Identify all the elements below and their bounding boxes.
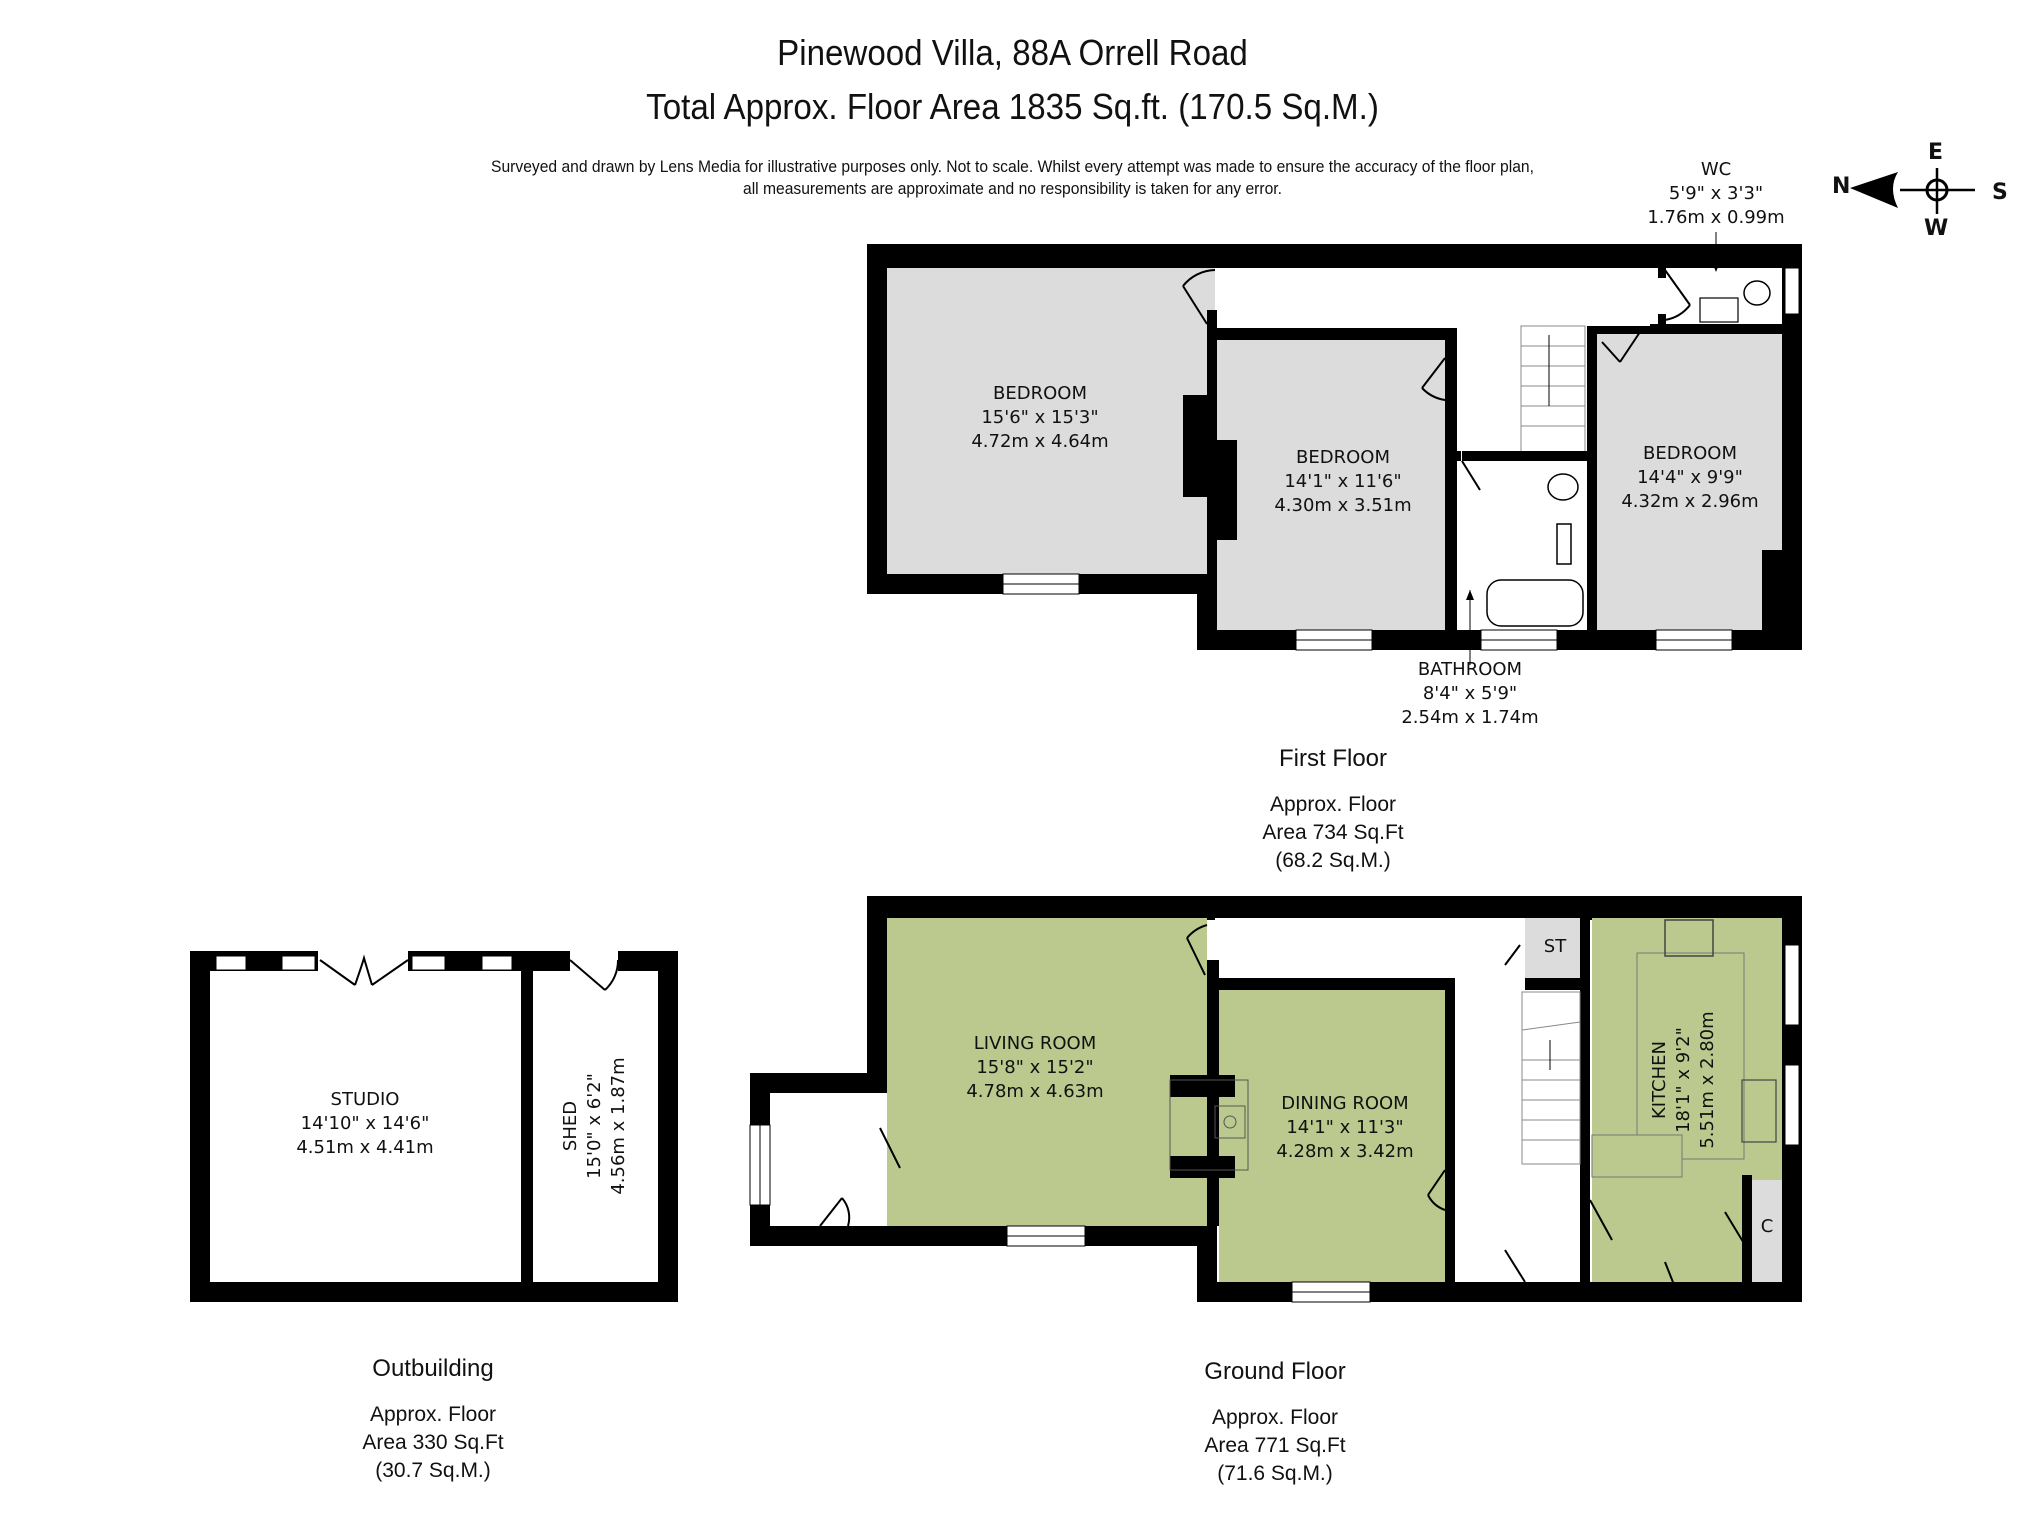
first-floor-plan	[867, 232, 1802, 665]
first-floor-summary: First Floor Approx. Floor Area 734 Sq.Ft…	[1183, 745, 1483, 875]
room-imperial: 15'0" x 6'2"	[584, 1073, 605, 1179]
room-label-bathroom: BATHROOM 8'4" x 5'9" 2.54m x 1.74m	[1370, 658, 1570, 730]
room-imperial: 14'10" x 14'6"	[300, 1113, 430, 1134]
shed-floor	[533, 971, 658, 1282]
floor-area-line-2: Area 771 Sq.Ft	[1204, 1434, 1346, 1457]
room-name: KITCHEN	[1649, 1041, 1670, 1119]
room-label-dining-room: DINING ROOM 14'1" x 11'3" 4.28m x 3.42m	[1245, 1092, 1445, 1164]
hob-icon	[1664, 919, 1714, 957]
property-title: Pinewood Villa, 88A Orrell Road	[777, 32, 1248, 73]
room-name: SHED	[560, 1100, 581, 1152]
room-name: BEDROOM	[1643, 443, 1737, 464]
room-label-wc: WC 5'9" x 3'3" 1.76m x 0.99m	[1616, 158, 1816, 230]
room-metric: 2.54m x 1.74m	[1401, 707, 1539, 728]
room-imperial: 8'4" x 5'9"	[1422, 683, 1518, 704]
room-label-bedroom-3: BEDROOM 14'4" x 9'9" 4.32m x 2.96m	[1590, 442, 1790, 514]
ground-floor-doors	[819, 924, 1746, 1301]
outbuilding-plan	[190, 951, 678, 1302]
room-name: WC	[1700, 159, 1732, 180]
floor-area-line-3: (30.7 Sq.M.)	[375, 1459, 491, 1482]
floor-area-line-1: Approx. Floor	[1211, 1406, 1339, 1429]
floor-area-line-3: (71.6 Sq.M.)	[1217, 1462, 1333, 1485]
room-metric: 5.51m x 2.80m	[1697, 1011, 1718, 1149]
room-name: ST	[1543, 936, 1567, 957]
first-floor-windows	[1002, 267, 1800, 651]
room-metric: 4.32m x 2.96m	[1621, 491, 1759, 512]
disclaimer-line-1: Surveyed and drawn by Lens Media for ill…	[491, 157, 1534, 176]
room-metric: 1.76m x 0.99m	[1647, 207, 1785, 228]
total-floor-area: Total Approx. Floor Area 1835 Sq.ft. (17…	[646, 86, 1379, 127]
ground-floor-plan	[749, 896, 1802, 1303]
basin-icon	[1556, 523, 1572, 565]
room-label-bedroom-2: BEDROOM 14'1" x 11'6" 4.30m x 3.51m	[1243, 446, 1443, 518]
room-imperial: 15'6" x 15'3"	[981, 407, 1099, 428]
floor-name: Ground Floor	[1204, 1358, 1346, 1385]
compass-icon	[1850, 168, 1975, 214]
room-label-shed: SHED 15'0" x 6'2" 4.56m x 1.87m	[559, 1036, 631, 1216]
room-label-kitchen: KITCHEN 18'1" x 9'2" 5.51m x 2.80m	[1648, 990, 1720, 1170]
room-imperial: 18'1" x 9'2"	[1673, 1027, 1694, 1133]
floor-area-line-1: Approx. Floor	[1269, 793, 1397, 816]
bedroom-1-floor	[887, 268, 1215, 574]
room-imperial: 14'1" x 11'6"	[1284, 471, 1402, 492]
room-imperial: 15'8" x 15'2"	[976, 1057, 1094, 1078]
floor-name: Outbuilding	[372, 1355, 494, 1382]
ground-floor-stairs	[1521, 991, 1581, 1165]
dining-room-floor	[1219, 990, 1445, 1282]
floor-area-line-3: (68.2 Sq.M.)	[1275, 849, 1391, 872]
room-imperial: 14'1" x 11'3"	[1286, 1117, 1404, 1138]
room-label-store: ST	[1530, 935, 1580, 959]
ground-floor-summary: Ground Floor Approx. Floor Area 771 Sq.F…	[1125, 1358, 1425, 1488]
first-floor-stairs	[1520, 325, 1586, 453]
floor-area-line-2: Area 330 Sq.Ft	[362, 1431, 504, 1454]
living-room-floor	[887, 918, 1207, 1226]
room-metric: 4.56m x 1.87m	[608, 1057, 629, 1195]
outbuilding-summary: Outbuilding Approx. Floor Area 330 Sq.Ft…	[283, 1355, 583, 1485]
floor-area-line-2: Area 734 Sq.Ft	[1262, 821, 1404, 844]
compass-south-label: S	[1992, 180, 2008, 205]
room-name: DINING ROOM	[1281, 1093, 1409, 1114]
room-label-bedroom-1: BEDROOM 15'6" x 15'3" 4.72m x 4.64m	[940, 382, 1140, 454]
wc-basin-icon	[1699, 297, 1739, 323]
room-metric: 4.28m x 3.42m	[1276, 1141, 1414, 1162]
first-floor-doors	[1182, 269, 1691, 491]
floor-name: First Floor	[1279, 745, 1387, 772]
room-metric: 4.78m x 4.63m	[966, 1081, 1104, 1102]
disclaimer: Surveyed and drawn by Lens Media for ill…	[81, 156, 1944, 200]
bedroom-3-floor	[1597, 334, 1782, 630]
room-name: BEDROOM	[1296, 447, 1390, 468]
room-metric: 4.72m x 4.64m	[971, 431, 1109, 452]
room-label-studio: STUDIO 14'10" x 14'6" 4.51m x 4.41m	[265, 1088, 465, 1160]
room-label-living-room: LIVING ROOM 15'8" x 15'2" 4.78m x 4.63m	[935, 1032, 1135, 1104]
porch-floor	[770, 1093, 887, 1226]
sink-icon	[1741, 1079, 1777, 1143]
studio-floor	[210, 971, 520, 1282]
floor-area-line-1: Approx. Floor	[369, 1403, 497, 1426]
room-label-cupboard: C	[1752, 1215, 1782, 1239]
room-imperial: 14'4" x 9'9"	[1637, 467, 1743, 488]
room-name: LIVING ROOM	[973, 1033, 1097, 1054]
room-name: BATHROOM	[1417, 659, 1523, 680]
store-floor	[1525, 918, 1580, 978]
room-name: BEDROOM	[993, 383, 1087, 404]
room-metric: 4.51m x 4.41m	[296, 1137, 434, 1158]
bedroom-2-floor	[1217, 340, 1445, 630]
compass-east-label: E	[1928, 140, 1944, 165]
room-name: C	[1760, 1216, 1774, 1237]
ground-floor-windows	[749, 944, 1800, 1303]
room-imperial: 5'9" x 3'3"	[1668, 183, 1764, 204]
cupboard-floor	[1752, 1180, 1782, 1282]
bathtub-icon	[1486, 579, 1584, 627]
compass-north-label: N	[1832, 174, 1851, 199]
room-metric: 4.30m x 3.51m	[1274, 495, 1412, 516]
room-name: STUDIO	[330, 1089, 400, 1110]
disclaimer-line-2: all measurements are approximate and no …	[742, 179, 1282, 198]
compass-west-label: W	[1924, 216, 1949, 241]
wc-toilet-icon	[1743, 280, 1771, 306]
toilet-icon	[1547, 473, 1579, 501]
